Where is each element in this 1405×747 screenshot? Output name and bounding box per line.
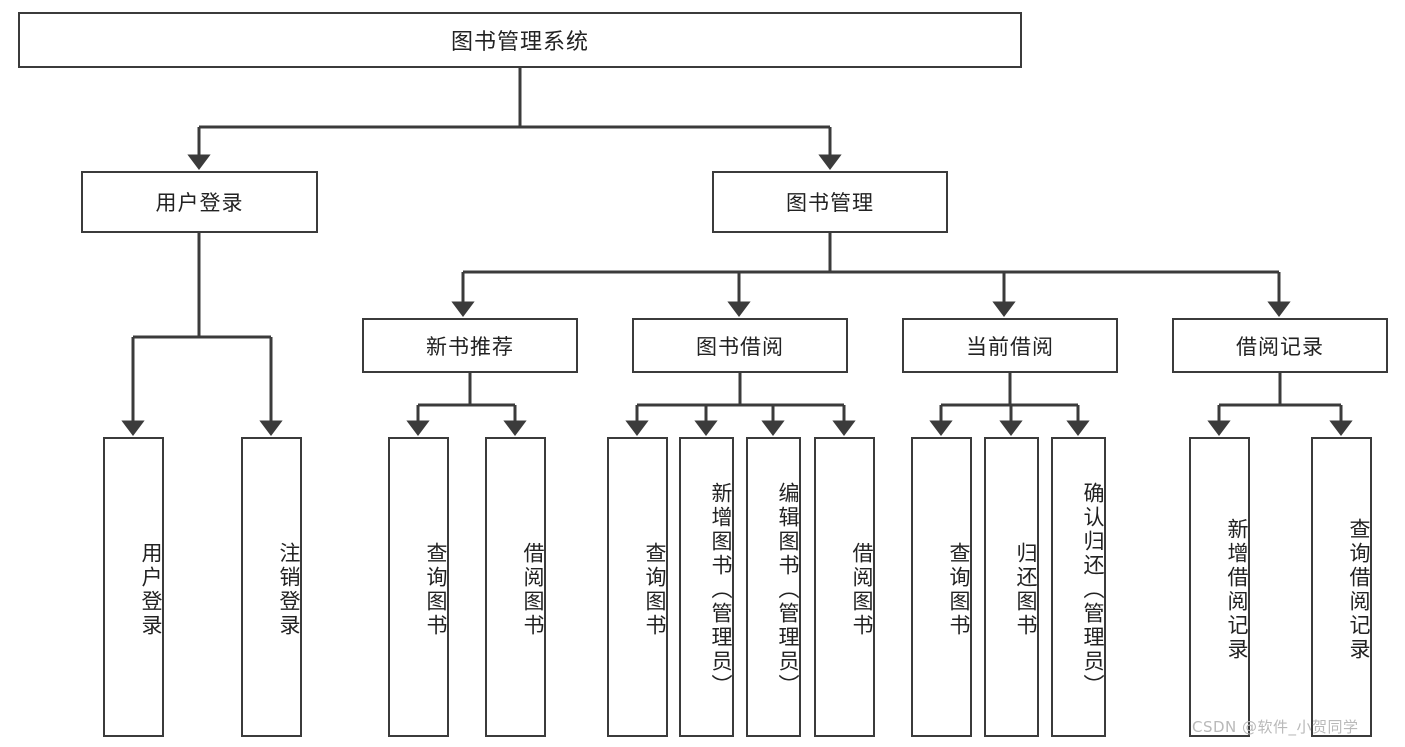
node-label: 新书推荐 — [426, 334, 514, 359]
node-label: 查询图书 — [947, 542, 971, 638]
node-label: 查询图书 — [643, 542, 667, 638]
leaf-borrow-book-recommend[interactable]: 借阅图书 — [485, 437, 546, 737]
leaf-query-book-recommend[interactable]: 查询图书 — [388, 437, 449, 737]
leaf-confirm-return-admin[interactable]: 确认归还（管理员） — [1051, 437, 1106, 737]
node-label: 图书管理系统 — [450, 30, 589, 55]
leaf-query-book-current[interactable]: 查询图书 — [911, 437, 972, 737]
leaf-logout[interactable]: 注销登录 — [241, 437, 302, 737]
leaf-query-book-borrow[interactable]: 查询图书 — [607, 437, 668, 737]
leaf-add-borrow-record[interactable]: 新增借阅记录 — [1189, 437, 1250, 737]
leaf-user-login[interactable]: 用户登录 — [103, 437, 164, 737]
node-borrow-record[interactable]: 借阅记录 — [1172, 318, 1388, 373]
node-current-borrow[interactable]: 当前借阅 — [902, 318, 1118, 373]
node-label: 当前借阅 — [966, 334, 1054, 359]
node-label: 图书管理 — [786, 191, 874, 215]
leaf-add-book-admin[interactable]: 新增图书（管理员） — [679, 437, 734, 737]
connector-lines — [121, 68, 1353, 436]
node-root-system[interactable]: 图书管理系统 — [18, 12, 1022, 68]
node-label: 借阅图书 — [850, 542, 874, 638]
node-label: 用户登录 — [155, 191, 244, 215]
node-new-book-recommend[interactable]: 新书推荐 — [362, 318, 578, 373]
node-label: 归还图书 — [1014, 542, 1038, 638]
node-label: 图书借阅 — [696, 334, 784, 359]
node-label: 查询借阅记录 — [1347, 518, 1371, 662]
leaf-borrow-book[interactable]: 借阅图书 — [814, 437, 875, 737]
node-label: 查询图书 — [424, 542, 448, 638]
node-book-borrow[interactable]: 图书借阅 — [632, 318, 848, 373]
csdn-watermark: CSDN @软件_小贺同学 — [1192, 718, 1359, 736]
leaf-return-book[interactable]: 归还图书 — [984, 437, 1039, 737]
leaf-edit-book-admin[interactable]: 编辑图书（管理员） — [746, 437, 801, 737]
node-label: 新增图书（管理员） — [709, 482, 733, 698]
node-label: 注销登录 — [277, 542, 301, 638]
node-label: 用户登录 — [139, 542, 163, 638]
node-label: 编辑图书（管理员） — [776, 482, 800, 698]
node-label: 确认归还（管理员） — [1081, 482, 1105, 698]
node-label: 借阅记录 — [1236, 334, 1324, 359]
node-user-login[interactable]: 用户登录 — [81, 171, 318, 233]
node-label: 借阅图书 — [521, 542, 545, 638]
node-label: 新增借阅记录 — [1225, 518, 1249, 662]
node-book-management[interactable]: 图书管理 — [712, 171, 948, 233]
leaf-query-borrow-record[interactable]: 查询借阅记录 — [1311, 437, 1372, 737]
